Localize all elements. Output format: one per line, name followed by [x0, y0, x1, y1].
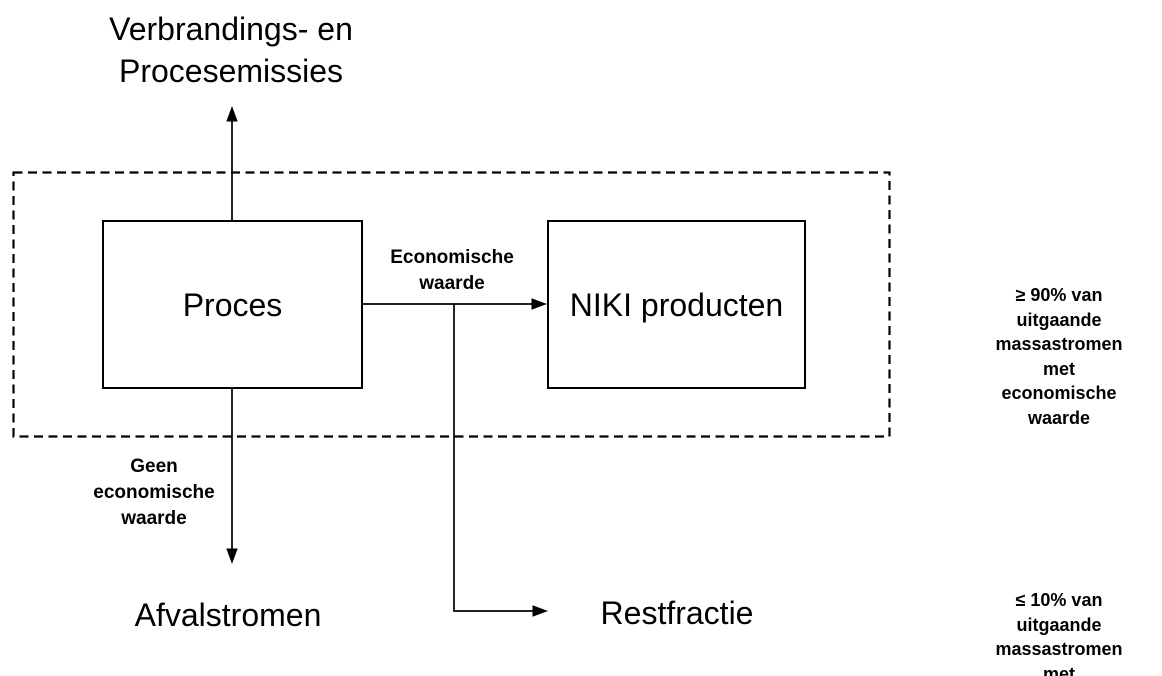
proces-box: Proces: [102, 220, 363, 389]
restfractie-arrowhead-icon: [532, 605, 548, 617]
restfractie-branch-line: [453, 304, 534, 612]
waste-arrowhead-icon: [226, 548, 238, 564]
economic-value-label: Economische waarde: [390, 247, 514, 294]
note-90-percent: ≥ 90% van uitgaande massastromen met eco…: [995, 285, 1123, 428]
niki-producten-box: NIKI producten: [547, 220, 806, 389]
emissions-label: Verbrandings- en Procesemissies: [109, 11, 353, 89]
proces-box-label: Proces: [182, 286, 283, 323]
niki-producten-box-label: NIKI producten: [569, 286, 784, 323]
no-economic-value-label: Geen economische waarde: [93, 456, 215, 529]
restfractie-label: Restfractie: [600, 595, 754, 631]
system-boundary-dashed-box: [12, 171, 891, 438]
emissions-arrowhead-icon: [226, 106, 238, 122]
economic-value-arrowhead-icon: [531, 298, 547, 310]
note-10-percent: ≤ 10% van uitgaande massastromen met eco…: [995, 590, 1123, 676]
afvalstromen-label: Afvalstromen: [134, 597, 322, 633]
